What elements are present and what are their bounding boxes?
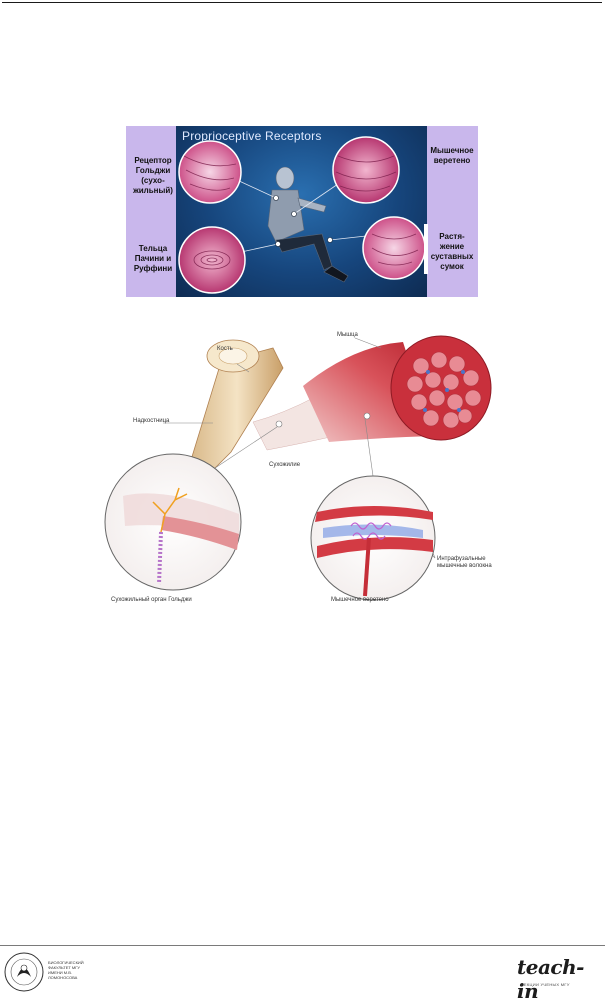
person-figure (267, 166, 349, 283)
micrograph-pacini (178, 226, 246, 294)
figure2-drawing (104, 335, 492, 601)
label-golgi-tendon-organ: Сухожильный орган Гольджи (111, 597, 192, 603)
golgi-nerve-endings (152, 487, 188, 533)
muscle-cross-section (390, 335, 492, 441)
marker-tendon (275, 420, 283, 428)
figure1-title: Proprioceptive Receptors (182, 129, 322, 143)
figure1-drawing (178, 136, 428, 294)
label-muscle-spindle-caption: Мышечное веретено (331, 597, 389, 603)
spindle-dots (423, 370, 465, 412)
label-pacini-ruffini: Тельца Пачини и Руффини (133, 244, 173, 273)
marker-spindle (291, 211, 297, 217)
top-rule (2, 2, 602, 3)
micrograph-golgi (178, 140, 242, 204)
university-seal-icon (4, 952, 44, 992)
label-tendon: Сухожилие (269, 462, 301, 468)
label-joint-capsule: Растя- жение суставных сумок (430, 232, 474, 271)
label-golgi-receptor: Рецептор Гольджи (сухо- жильный) (133, 156, 173, 195)
figure-proprioceptive-receptors: Proprioceptive Receptors Рецептор Гольдж… (126, 126, 478, 297)
marker-pacini (275, 241, 281, 247)
spindle-nerve (363, 537, 371, 597)
marker-golgi (273, 195, 279, 201)
label-intrafusal-fibers: Интрафузальные мышечные волокна (437, 556, 492, 569)
marker-muscle (363, 412, 371, 420)
scene-edge (424, 224, 428, 274)
golgi-afferent-fiber (157, 531, 163, 585)
footer-university-text: БИОЛОГИЧЕСКИЙ ФАКУЛЬТЕТ МГУ ИМЕНИ М.В. Л… (48, 960, 84, 980)
micrograph-spindle (332, 136, 400, 204)
label-muscle: Мышца (337, 332, 358, 338)
footer-tagline: ЛЕКЦИИ УЧЕНЫХ МГУ (521, 982, 570, 987)
spindle-coils (350, 522, 392, 540)
label-periosteum: Надкостница (133, 418, 170, 424)
bottom-rule (0, 945, 605, 946)
figure-muscle-tendon: Кость Мышца Надкостница Сухожилие Интраф… (103, 326, 505, 606)
label-muscle-spindle: Мышечное веретено (430, 146, 474, 165)
marker-joint (327, 237, 333, 243)
label-bone: Кость (217, 346, 233, 352)
fascicles (406, 351, 482, 429)
